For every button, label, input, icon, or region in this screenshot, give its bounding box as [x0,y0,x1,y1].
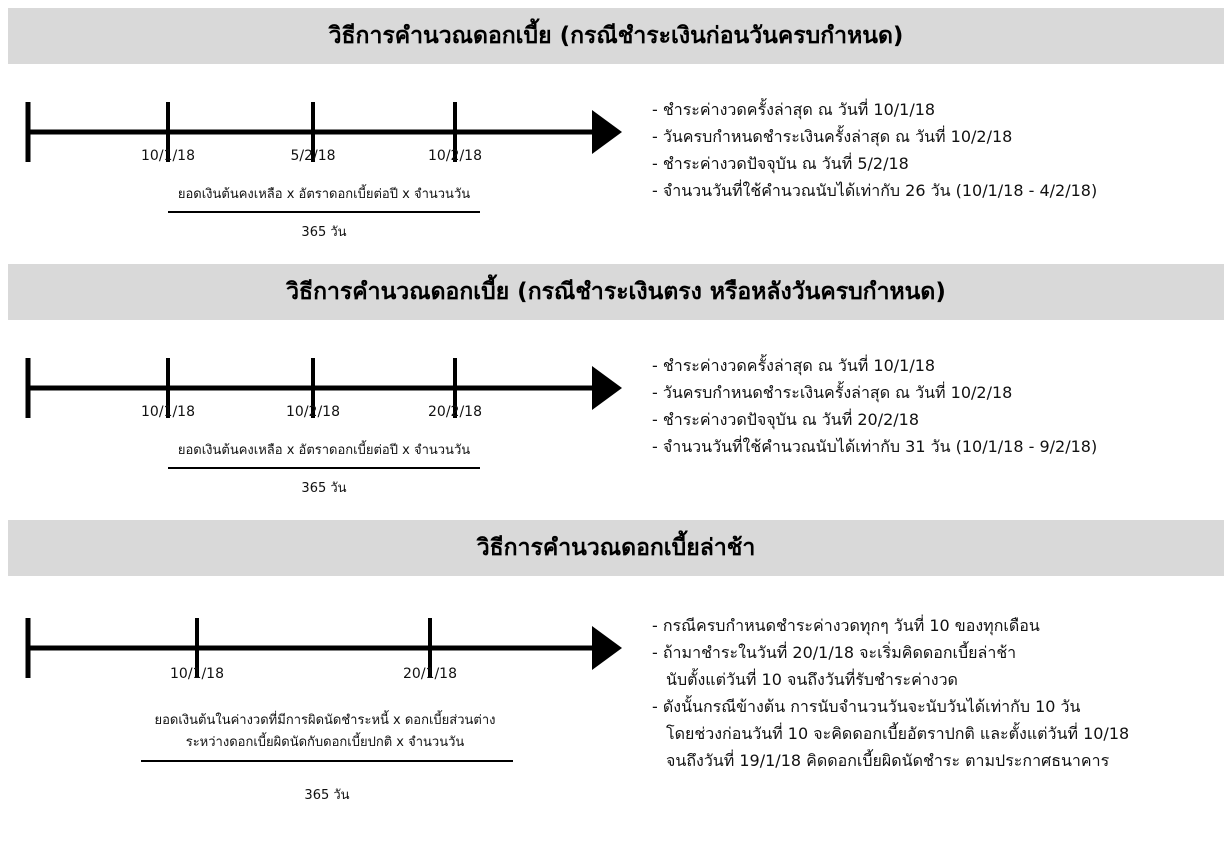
date-label-2: 5/2/18 [290,148,336,164]
formula-numerator: ยอดเงินต้นคงเหลือ x อัตราดอกเบี้ยต่อปี x… [177,443,471,458]
note-item: - วันครบกำหนดชำระเงินครั้งล่าสุด ณ วันที… [652,127,1013,146]
date-label-1: 10/1/18 [170,666,224,682]
note-item: - ดังนั้นกรณีข้างต้น การนับจำนวนวันจะนับ… [652,697,1081,716]
date-label-3: 20/2/18 [428,404,482,420]
date-label-1: 10/1/18 [141,148,195,164]
section-title: วิธีการคำนวณดอกเบี้ย (กรณีชำระเงินตรง หร… [8,264,1224,320]
note-item: - จำนวนวันที่ใช้คำนวณนับได้เท่ากับ 26 วั… [652,181,1098,200]
formula-denominator: 365 วัน [301,225,347,240]
section-on-time-or-late-payment: วิธีการคำนวณดอกเบี้ย (กรณีชำระเงินตรง หร… [0,264,1232,514]
note-item: - ชำระค่างวดครั้งล่าสุด ณ วันที่ 10/1/18 [652,356,936,375]
date-label-3: 10/2/18 [428,148,482,164]
note-item: - ชำระค่างวดปัจจุบัน ณ วันที่ 20/2/18 [652,410,920,429]
note-item: - กรณีครบกำหนดชำระค่างวดทุกๆ วันที่ 10 ข… [652,616,1040,635]
note-item: - ชำระค่างวดปัจจุบัน ณ วันที่ 5/2/18 [652,154,909,173]
date-label-2: 20/1/18 [403,666,457,682]
formula-numerator: ยอดเงินต้นคงเหลือ x อัตราดอกเบี้ยต่อปี x… [177,187,471,202]
notes-list: - กรณีครบกำหนดชำระค่างวดทุกๆ วันที่ 10 ข… [652,612,1129,774]
section-title: วิธีการคำนวณดอกเบี้ย (กรณีชำระเงินก่อนวั… [8,8,1224,64]
timeline-arrowhead [592,366,622,410]
note-item: - จำนวนวันที่ใช้คำนวณนับได้เท่ากับ 31 วั… [652,437,1098,456]
timeline-early-payment [25,102,622,162]
note-item-continued: โดยช่วงก่อนวันที่ 10 จะคิดดอกเบี้ยอัตราป… [666,724,1130,743]
section-early-payment: วิธีการคำนวณดอกเบี้ย (กรณีชำระเงินก่อนวั… [0,8,1232,258]
date-label-1: 10/1/18 [141,404,195,420]
note-item: - ชำระค่างวดครั้งล่าสุด ณ วันที่ 10/1/18 [652,100,936,119]
notes-list: - ชำระค่างวดครั้งล่าสุด ณ วันที่ 10/1/18… [652,352,1097,460]
note-item-continued: จนถึงวันที่ 19/1/18 คิดดอกเบี้ยผิดนัดชำร… [666,751,1110,770]
note-item: - วันครบกำหนดชำระเงินครั้งล่าสุด ณ วันที… [652,383,1013,402]
formula-denominator: 365 วัน [304,788,350,803]
timeline-on-time-payment [25,358,622,418]
section-late-interest: วิธีการคำนวณดอกเบี้ยล่าช้า 10/1/18 20/1/… [0,520,1232,850]
section-title: วิธีการคำนวณดอกเบี้ยล่าช้า [8,520,1224,576]
formula-numerator-line-2: ระหว่างดอกเบี้ยผิดนัดกับดอกเบี้ยปกติ x จ… [185,735,465,750]
timeline-arrowhead [592,626,622,670]
formula-denominator: 365 วัน [301,481,347,496]
notes-list: - ชำระค่างวดครั้งล่าสุด ณ วันที่ 10/1/18… [652,96,1097,204]
fraction-line [168,467,480,469]
fraction-line [141,760,513,762]
date-label-2: 10/2/18 [286,404,340,420]
note-item-continued: นับตั้งแต่วันที่ 10 จนถึงวันที่รับชำระค่… [666,670,958,689]
timeline-late-interest [25,618,622,678]
timeline-arrowhead [592,110,622,154]
note-item: - ถ้ามาชำระในวันที่ 20/1/18 จะเริ่มคิดดอ… [652,643,1017,662]
formula-numerator-line-1: ยอดเงินต้นในค่างวดที่มีการผิดนัดชำระหนี้… [154,713,496,728]
fraction-line [168,211,480,213]
